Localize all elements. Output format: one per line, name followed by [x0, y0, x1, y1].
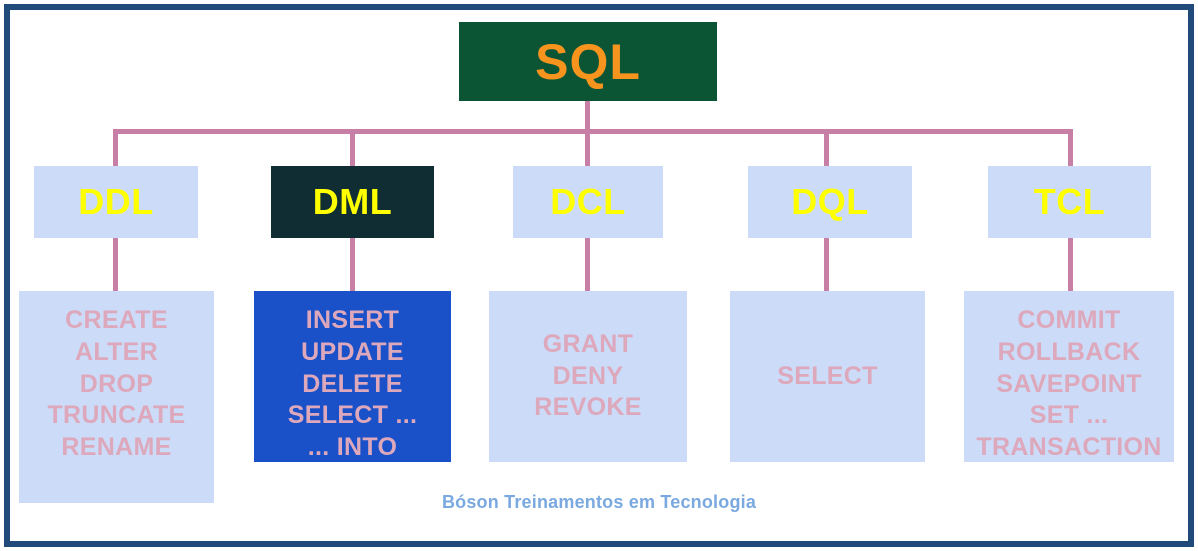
command-item: GRANT [542, 329, 634, 358]
command-item: REVOKE [534, 393, 642, 422]
connector-horizontal-bus [113, 129, 1073, 134]
node-category-dql: DQL [748, 166, 912, 238]
connector-bus-to-dql [824, 129, 829, 167]
node-category-dcl: DCL [513, 166, 663, 238]
node-detail-tcl: COMMIT ROLLBACK SAVEPOINT SET ... TRANSACTIO… [964, 291, 1174, 462]
connector-bus-to-dcl [585, 129, 590, 167]
node-category-ddl: DDL [34, 166, 198, 238]
category-label-dcl: DCL [550, 181, 626, 222]
node-detail-ddl: CREATE ALTER DROP TRUNCATE RENAME [19, 291, 214, 503]
command-item: SELECT ... [287, 401, 418, 430]
node-detail-dml: INSERT UPDATE DELETE SELECT ... ... INTO [254, 291, 451, 462]
node-detail-dcl: GRANT DENY REVOKE [489, 291, 687, 462]
command-item: COMMIT [1017, 306, 1121, 334]
command-item: DELETE [302, 369, 403, 398]
command-item: DENY [552, 361, 624, 390]
command-item: SAVEPOINT [996, 369, 1142, 398]
node-category-dml: DML [271, 166, 434, 238]
footer-credit: Bóson Treinamentos em Tecnologia [441, 492, 757, 512]
node-category-tcl: TCL [988, 166, 1151, 238]
connector-bus-to-dml [350, 129, 355, 167]
node-sql-root: SQL [459, 22, 717, 101]
category-label-dml: DML [312, 181, 393, 222]
connector-root-stem [585, 101, 590, 132]
command-item: ... INTO [307, 433, 398, 461]
command-item: DROP [79, 369, 154, 398]
node-detail-dql: SELECT [730, 291, 925, 462]
diagram-border [4, 4, 1194, 547]
command-item: SET ... [1029, 401, 1109, 430]
command-item: TRUNCATE [47, 401, 186, 430]
command-item: TRANSACTION [976, 433, 1162, 461]
connector-dcl-to-detail [585, 237, 590, 293]
command-item: ALTER [75, 337, 158, 366]
command-item: CREATE [65, 306, 168, 334]
connector-bus-to-ddl [113, 129, 118, 167]
connector-bus-to-tcl [1068, 129, 1073, 167]
category-label-dql: DQL [791, 181, 869, 222]
command-item: INSERT [305, 306, 400, 334]
command-item: UPDATE [301, 337, 404, 366]
command-item: RENAME [61, 433, 172, 461]
command-item: ROLLBACK [997, 337, 1141, 366]
connector-ddl-to-detail [113, 237, 118, 293]
connector-tcl-to-detail [1068, 237, 1073, 293]
category-label-ddl: DDL [78, 181, 154, 222]
category-label-tcl: TCL [1033, 181, 1106, 222]
command-item: SELECT [777, 361, 878, 390]
connector-dml-to-detail [350, 237, 355, 293]
connector-dql-to-detail [824, 237, 829, 293]
